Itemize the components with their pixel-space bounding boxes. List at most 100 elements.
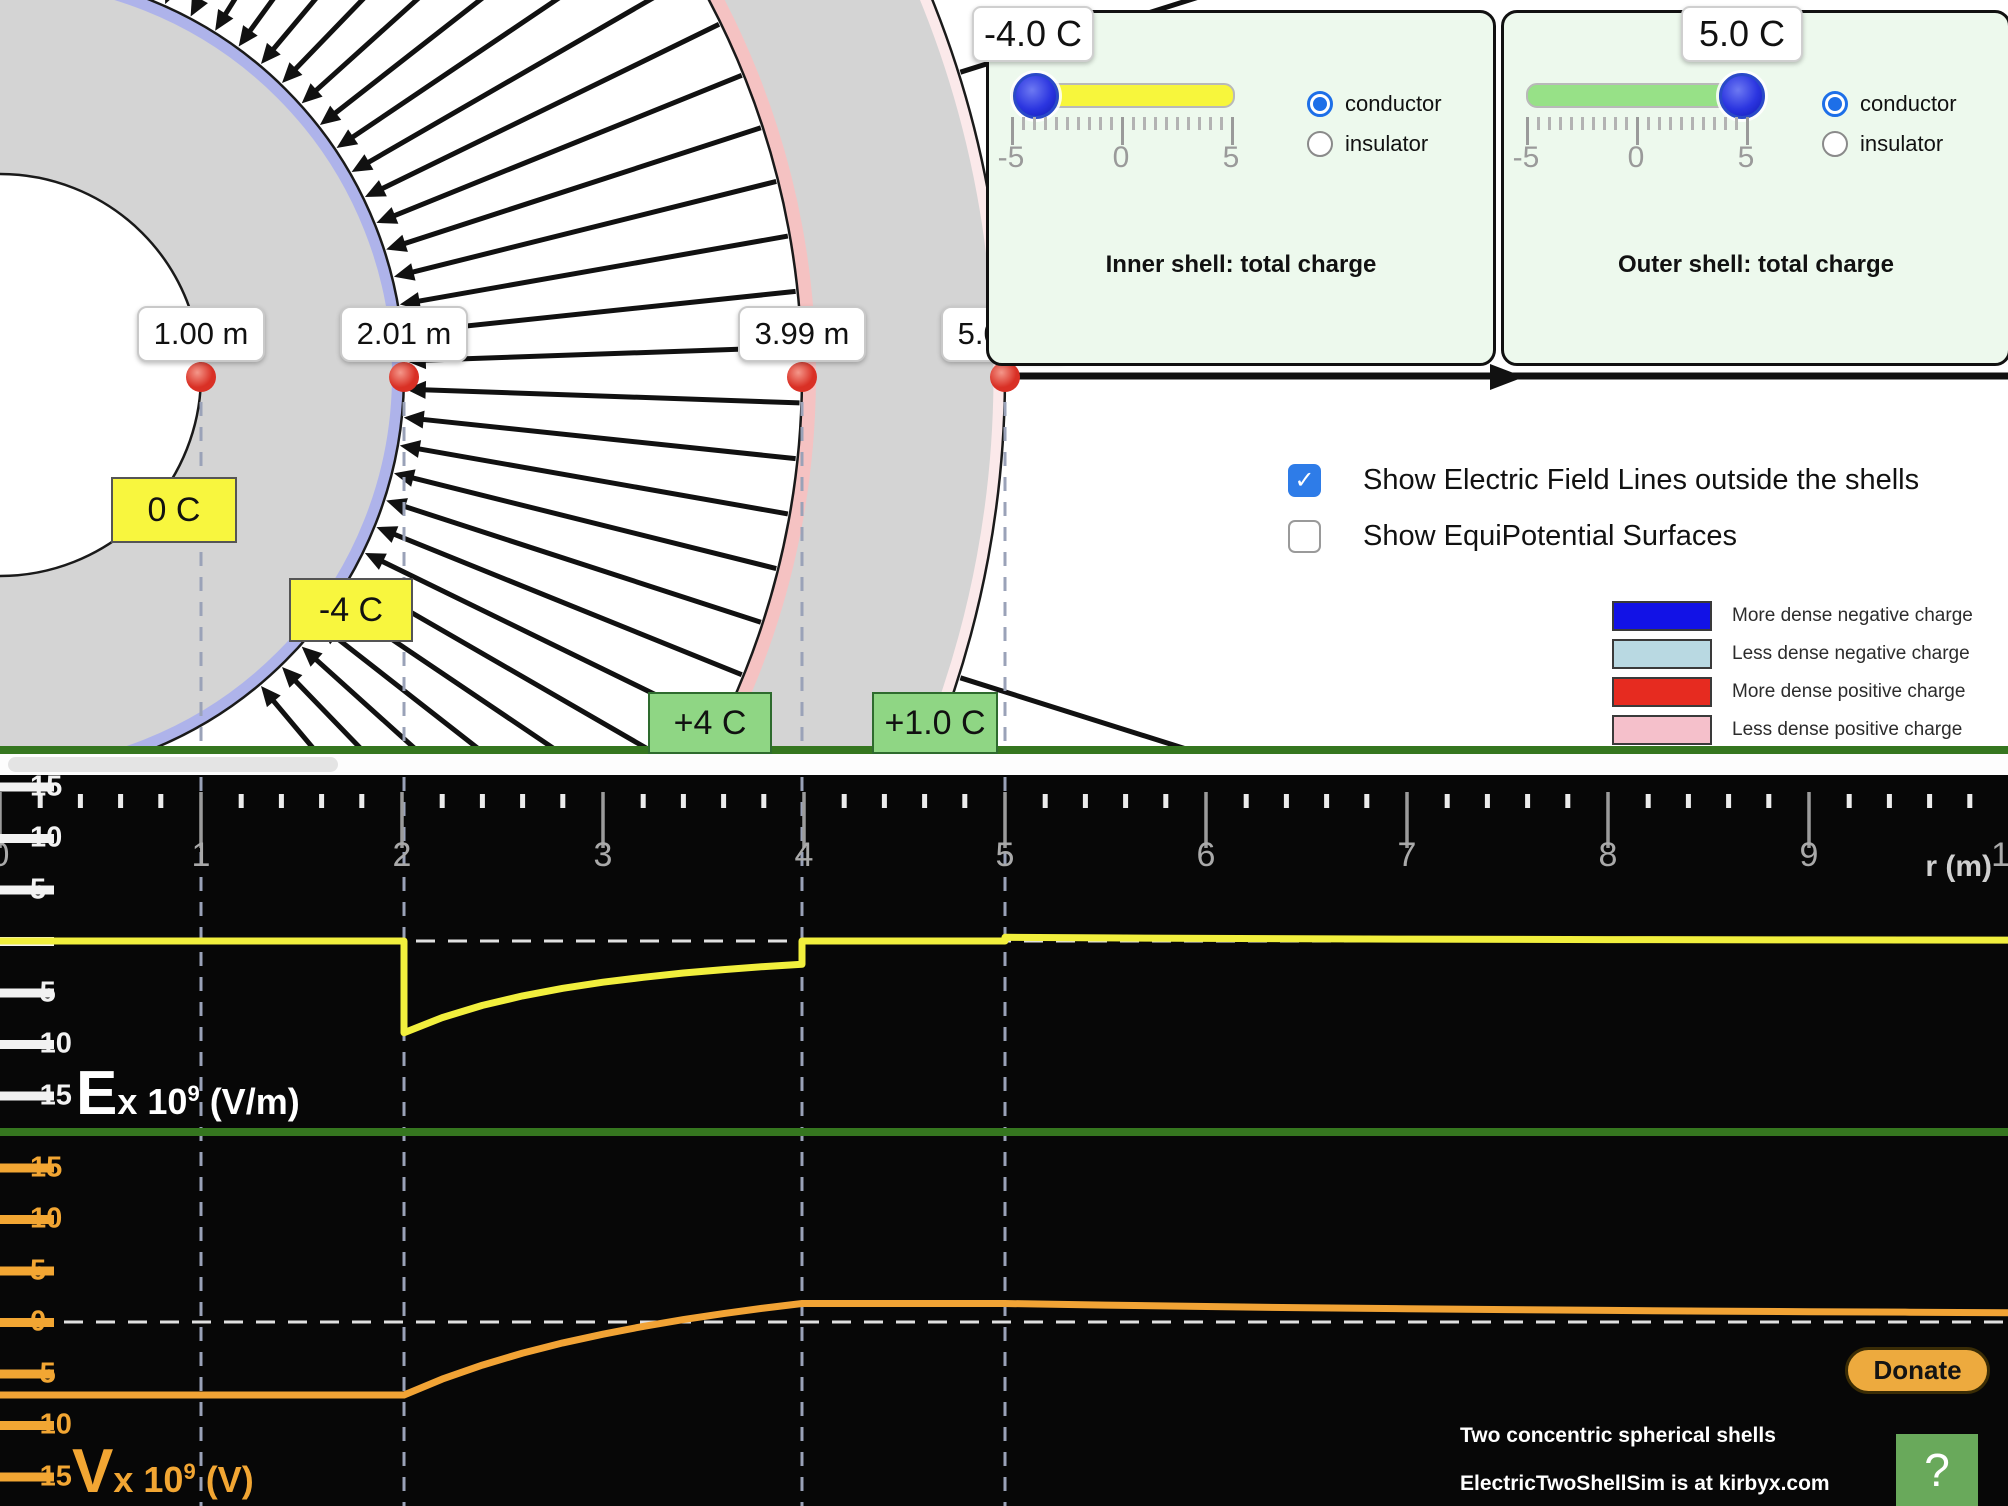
ruler-tick — [1231, 117, 1234, 145]
inner-charge-slider-knob[interactable] — [1013, 73, 1059, 119]
legend-label: More dense negative charge — [1732, 605, 1973, 626]
ruler-tick — [1033, 117, 1036, 130]
donate-button[interactable]: Donate — [1845, 1347, 1990, 1394]
outer-radio-conductor[interactable]: conductor — [1822, 91, 1957, 117]
ruler-tick — [1713, 117, 1716, 130]
inner-radio-insulator[interactable]: insulator — [1307, 131, 1442, 157]
sim-credit: ElectricTwoShellSim is at kirbyx.com — [1460, 1472, 1830, 1495]
inner-radio-conductor[interactable]: conductor — [1307, 91, 1442, 117]
ruler-tick-label: -5 — [1512, 141, 1540, 174]
radio-button-icon[interactable] — [1822, 91, 1848, 117]
horizontal-scrollbar[interactable] — [0, 754, 2008, 775]
outer-shell-ring — [708, 0, 1005, 748]
outer-charge-slider-track[interactable] — [1526, 83, 1750, 108]
checkbox-label: Show Electric Field Lines outside the sh… — [1363, 463, 1920, 496]
ruler-tick — [1209, 117, 1212, 130]
ruler-tick — [1559, 117, 1562, 130]
ruler-tick-label: 0 — [1112, 141, 1130, 174]
checkbox-label: Show EquiPotential Surfaces — [1363, 519, 1737, 552]
y-tick-label: -5 — [30, 976, 56, 1008]
ruler-tick — [1636, 117, 1639, 145]
radio-button-icon[interactable] — [1822, 131, 1848, 157]
outer-radio-insulator[interactable]: insulator — [1822, 131, 1957, 157]
e-axis-symbol: E — [76, 1059, 118, 1128]
r-axis-arrowhead — [1490, 364, 1524, 390]
y-tick-label: 15 — [30, 770, 63, 802]
y-tick-label: -10 — [30, 1408, 72, 1441]
ruler-tick — [1088, 117, 1091, 130]
y-tick-label: 10 — [30, 1202, 63, 1235]
ruler-tick-label: 5 — [1222, 141, 1240, 174]
help-button[interactable]: ? — [1896, 1434, 1978, 1506]
ruler-tick — [1011, 117, 1014, 145]
ruler-tick — [1592, 117, 1595, 130]
y-tick-label: -5 — [30, 1357, 56, 1389]
outer-material-radios: conductor insulator — [1822, 91, 1957, 171]
v-axis-symbol: V — [72, 1437, 114, 1506]
ruler-tick — [1165, 117, 1168, 130]
scrollbar-thumb[interactable] — [8, 757, 338, 772]
y-tick-label: 0 — [30, 1305, 47, 1338]
ruler-tick — [1154, 117, 1157, 130]
e-axis-title: Ex 109 (V/m) — [76, 1059, 300, 1128]
radius-label[interactable]: 2.01 m — [340, 306, 468, 362]
legend-label: Less dense negative charge — [1732, 643, 1970, 664]
option-row[interactable]: Show EquiPotential Surfaces — [1288, 518, 1737, 554]
inner-panel-title: Inner shell: total charge — [1105, 251, 1377, 278]
r-axis-label: r (m) — [1925, 850, 1992, 883]
legend-row: More dense negative charge — [1612, 601, 1973, 631]
ruler-tick — [1746, 117, 1749, 145]
y-tick-label: -15 — [30, 1079, 72, 1111]
option-row[interactable]: ✓ Show Electric Field Lines outside the s… — [1288, 462, 1919, 498]
ruler-tick — [1187, 117, 1190, 130]
legend-swatch — [1612, 601, 1712, 631]
v-axis-title: Vx 109 (V) — [72, 1437, 254, 1506]
ruler-tick — [1121, 117, 1124, 145]
ruler-tick — [1044, 117, 1047, 130]
y-tick-label: 5 — [30, 873, 47, 905]
ruler-tick-label: 5 — [1737, 141, 1755, 174]
ruler-tick — [1603, 117, 1606, 130]
radio-label: insulator — [1345, 131, 1429, 156]
legend-swatch — [1612, 639, 1712, 669]
outer-panel-title: Outer shell: total charge — [1617, 251, 1895, 278]
outer-charge-slider-knob[interactable] — [1719, 73, 1766, 119]
radius-label[interactable]: 1.00 m — [137, 306, 265, 362]
radio-label: conductor — [1345, 91, 1442, 116]
ruler-tick — [1143, 117, 1146, 130]
ruler-tick — [1132, 117, 1135, 130]
checkbox-icon[interactable] — [1288, 519, 1321, 553]
radio-button-icon[interactable] — [1307, 91, 1333, 117]
ruler-tick — [1581, 117, 1584, 130]
charge-label: -4 C — [289, 578, 413, 642]
sim-description: Two concentric spherical shells — [1460, 1424, 1776, 1447]
legend-row: More dense positive charge — [1612, 677, 1973, 707]
ruler-tick — [1658, 117, 1661, 130]
radius-label[interactable]: 3.99 m — [737, 306, 866, 362]
ruler-tick — [1570, 117, 1573, 130]
ruler-tick — [1220, 117, 1223, 130]
ruler-tick — [1614, 117, 1617, 130]
checkbox-icon[interactable]: ✓ — [1288, 463, 1321, 497]
radio-button-icon[interactable] — [1307, 131, 1333, 157]
y-tick-label: -15 — [30, 1460, 72, 1492]
y-tick-label: 10 — [30, 821, 63, 854]
ruler-tick — [1647, 117, 1650, 130]
ruler-tick — [1055, 117, 1058, 130]
ruler-tick — [1198, 117, 1201, 130]
outer-charge-value: 5.0 C — [1681, 6, 1803, 62]
ruler-tick — [1537, 117, 1540, 130]
inner-shell-ring — [0, 0, 404, 748]
legend-row: Less dense positive charge — [1612, 715, 1973, 745]
charge-label: 0 C — [111, 477, 237, 543]
legend-swatch — [1612, 677, 1712, 707]
ruler-tick — [1548, 117, 1551, 130]
radio-label: conductor — [1860, 91, 1957, 116]
ruler-tick — [1691, 117, 1694, 130]
ruler-tick — [1702, 117, 1705, 130]
